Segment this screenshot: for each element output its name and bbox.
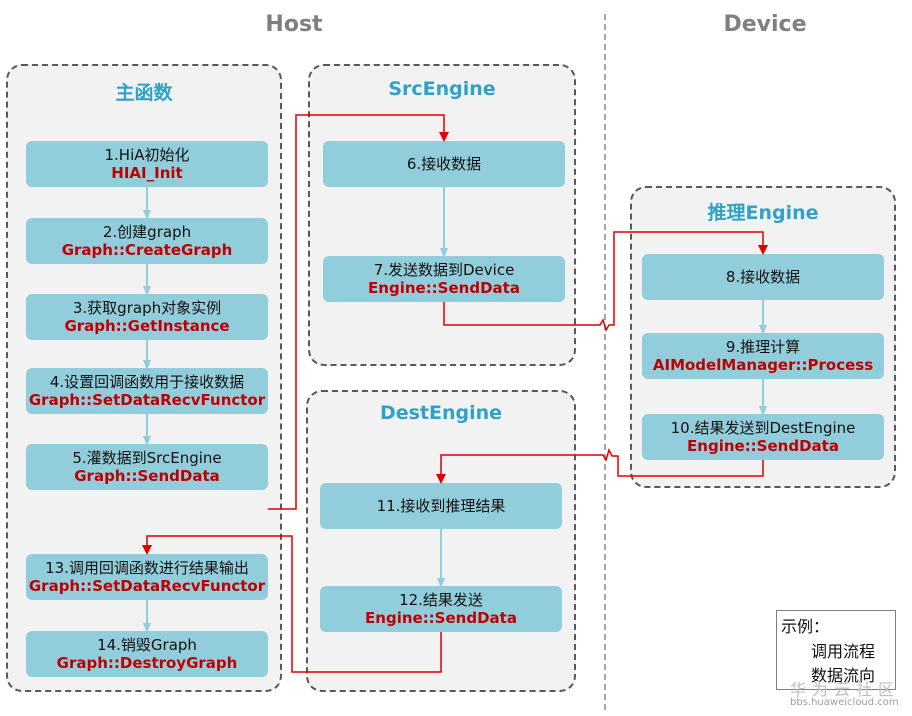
step-12-send-result: 12.结果发送 Engine::SendData <box>320 586 562 632</box>
step-label: 9.推理计算 <box>725 338 801 356</box>
step-api: Engine::SendData <box>365 609 517 627</box>
step-8-receive-data: 8.接收数据 <box>642 254 884 300</box>
step-7-send-to-device: 7.发送数据到Device Engine::SendData <box>323 256 565 302</box>
step-api: Engine::SendData <box>368 279 520 297</box>
step-14-destroy-graph: 14.销毁Graph Graph::DestroyGraph <box>26 631 268 677</box>
step-label: 3.获取graph对象实例 <box>72 299 222 317</box>
step-2-create-graph: 2.创建graph Graph::CreateGraph <box>26 218 268 264</box>
main-function-title: 主函数 <box>115 82 173 104</box>
step-9-infer-process: 9.推理计算 AIModelManager::Process <box>642 333 884 379</box>
step-api: Graph::CreateGraph <box>61 241 233 259</box>
step-api: Graph::GetInstance <box>64 317 230 335</box>
step-3-get-instance: 3.获取graph对象实例 Graph::GetInstance <box>26 294 268 340</box>
data-arrow-5-to-6 <box>268 114 449 510</box>
host-region-title: Host <box>265 12 323 37</box>
step-api: Graph::SendData <box>74 467 220 485</box>
legend-title: 示例： <box>781 617 830 636</box>
step-11-receive-result: 11.接收到推理结果 <box>320 483 562 529</box>
data-arrow-10-to-11 <box>436 447 764 484</box>
device-region-title: Device <box>723 12 807 37</box>
step-label: 5.灌数据到SrcEngine <box>72 449 222 467</box>
step-6-receive-data: 6.接收数据 <box>323 141 565 187</box>
src-engine-title: SrcEngine <box>388 78 496 100</box>
legend-data-flow-label: 数据流向 <box>811 666 876 685</box>
step-label: 2.创建graph <box>102 223 192 241</box>
step-api: HIAI_Init <box>111 164 183 182</box>
step-13-callback-output: 13.调用回调函数进行结果输出 Graph::SetDataRecvFuncto… <box>26 554 268 600</box>
step-api: Graph::SetDataRecvFunctor <box>28 391 266 409</box>
step-label: 14.销毁Graph <box>97 636 197 654</box>
step-label: 11.接收到推理结果 <box>376 497 506 515</box>
step-api: Engine::SendData <box>687 437 839 455</box>
step-label: 6.接收数据 <box>406 155 482 173</box>
step-label: 8.接收数据 <box>725 268 801 286</box>
step-label: 1.HiA初始化 <box>104 146 190 164</box>
step-api: Graph::DestroyGraph <box>56 654 238 672</box>
step-10-send-to-dest: 10.结果发送到DestEngine Engine::SendData <box>642 414 884 460</box>
watermark-text: 华为云社区 <box>790 680 901 699</box>
step-4-set-recv-functor: 4.设置回调函数用于接收数据 Graph::SetDataRecvFunctor <box>26 368 268 414</box>
step-label: 4.设置回调函数用于接收数据 <box>49 373 245 391</box>
data-arrow-12-to-13 <box>142 535 442 673</box>
step-label: 7.发送数据到Device <box>373 261 515 279</box>
step-label: 12.结果发送 <box>399 591 483 609</box>
dest-engine-title: DestEngine <box>379 402 503 424</box>
step-label: 10.结果发送到DestEngine <box>670 419 856 437</box>
step-5-send-data: 5.灌数据到SrcEngine Graph::SendData <box>26 444 268 490</box>
step-api: Graph::SetDataRecvFunctor <box>28 577 266 595</box>
infer-engine-title: 推理Engine <box>707 202 819 224</box>
step-1-hiai-init: 1.HiA初始化 HIAI_Init <box>26 141 268 187</box>
watermark-url: bbs.huaweicloud.com <box>790 697 899 708</box>
legend-call-flow-label: 调用流程 <box>811 642 876 661</box>
host-device-divider <box>604 14 606 710</box>
data-arrow-7-to-8 <box>443 231 768 332</box>
step-label: 13.调用回调函数进行结果输出 <box>45 559 249 577</box>
step-api: AIModelManager::Process <box>652 356 874 374</box>
legend-box: 示例： 调用流程 数据流向 <box>776 610 896 690</box>
